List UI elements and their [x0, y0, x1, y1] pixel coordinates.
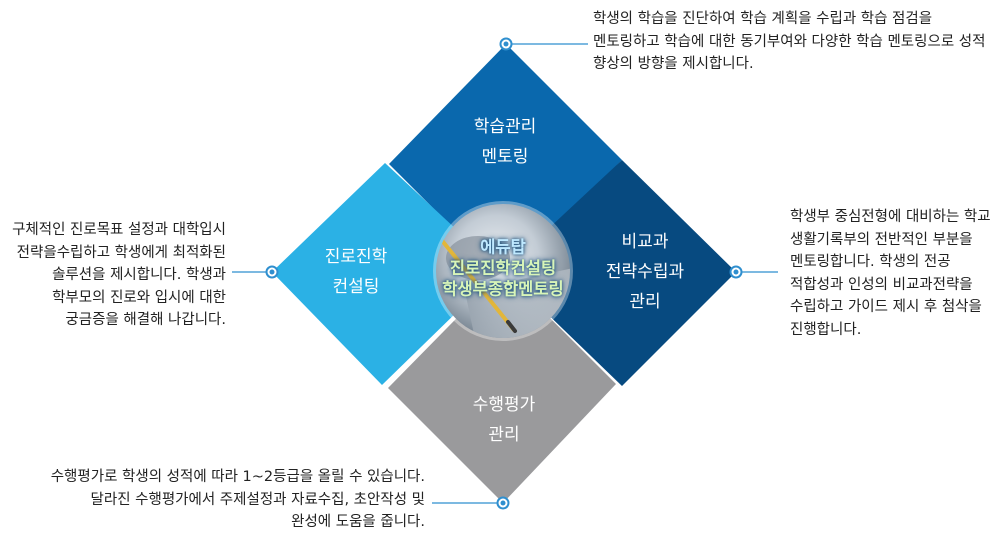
description-line: 수립하고 가이드 제시 후 첨삭을	[790, 299, 982, 315]
description-line: 학부모의 진로와 입시에 대한	[52, 289, 226, 306]
description-line: 학생의 학습을 진단하여 학습 계획을 수립과 학습 점검을	[593, 11, 933, 27]
description-line: 진행합니다.	[790, 321, 862, 338]
diamond-top-label: 학습관리 멘토링	[474, 112, 537, 172]
diamond-bottom-line2: 관리	[488, 425, 520, 445]
description-line: 향상의 방향을 제시합니다.	[593, 56, 754, 72]
description-top: 학생의 학습을 진단하여 학습 계획을 수립과 학습 점검을 멘토링하고 학습에…	[593, 8, 985, 76]
connector-lines	[232, 43, 778, 504]
hand-shape	[446, 236, 510, 280]
description-line: 학생부 중심전형에 대비하는 학교	[790, 209, 991, 225]
diamond-top-line2: 멘토링	[481, 147, 529, 167]
diamond-top[interactable]	[389, 44, 622, 278]
description-left: 구체적인 진로목표 설정과 대학입시 전략을수립하고 학생에게 최적화된 솔루션…	[12, 219, 226, 332]
diamond-right-line3: 관리	[629, 292, 661, 312]
diamond-right-label: 비교과 전략수립과 관리	[606, 227, 684, 317]
diamond-right-line1: 비교과	[621, 232, 669, 252]
description-bottom: 수행평가로 학생의 성적에 따라 1~2등급을 올릴 수 있습니다. 달라진 수…	[51, 466, 425, 534]
pencil-icon	[438, 236, 516, 332]
diamond-bottom-label: 수행평가 관리	[473, 390, 536, 450]
diamond-right[interactable]	[503, 160, 736, 386]
diamond-right-line2: 전략수립과	[605, 262, 685, 282]
diamond-left-line2: 컨설팅	[332, 277, 380, 297]
center-title: 에듀탑 진로진학컨설팅 학생부종합멘토링	[442, 237, 563, 300]
diamond-bottom[interactable]	[388, 271, 616, 503]
description-line: 구체적인 진로목표 설정과 대학입시	[12, 222, 226, 238]
center-circle	[433, 201, 573, 341]
description-line: 전략을수립하고 학생에게 최적화된	[16, 244, 226, 261]
diamond-left[interactable]	[272, 163, 500, 385]
center-line1: 에듀탑	[480, 237, 526, 257]
center-line2: 진로진학컨설팅	[449, 258, 557, 278]
description-line: 멘토링합니다. 학생의 전공	[790, 254, 951, 270]
description-line: 완성에 도움을 줍니다.	[291, 514, 425, 530]
diamond-left-line1: 진로진학	[324, 247, 388, 267]
description-line: 생활기록부의 전반적인 부분을	[790, 231, 973, 248]
diamond-bottom-line1: 수행평가	[472, 395, 536, 415]
diamond-top-line1: 학습관리	[473, 117, 537, 137]
anchor-dots	[265, 37, 743, 510]
description-line: 멘토링하고 학습에 대한 동기부여와 다양한 학습 멘토링으로 성적	[593, 33, 986, 50]
description-line: 적합성과 인성의 비교과전략을	[790, 276, 973, 293]
description-line: 수행평가로 학생의 성적에 따라 1~2등급을 올릴 수 있습니다.	[50, 469, 425, 485]
description-line: 궁금증을 해결해 나갑니다.	[65, 312, 226, 328]
description-right: 학생부 중심전형에 대비하는 학교 생활기록부의 전반적인 부분을 멘토링합니다…	[790, 206, 991, 341]
center-line3: 학생부종합멘토링	[442, 279, 564, 299]
diamond-left-label: 진로진학 컨설팅	[325, 242, 388, 302]
description-line: 달라진 수행평가에서 주제설정과 자료수집, 초안작성 및	[90, 491, 425, 508]
description-line: 솔루션을 제시합니다. 학생과	[52, 267, 226, 283]
